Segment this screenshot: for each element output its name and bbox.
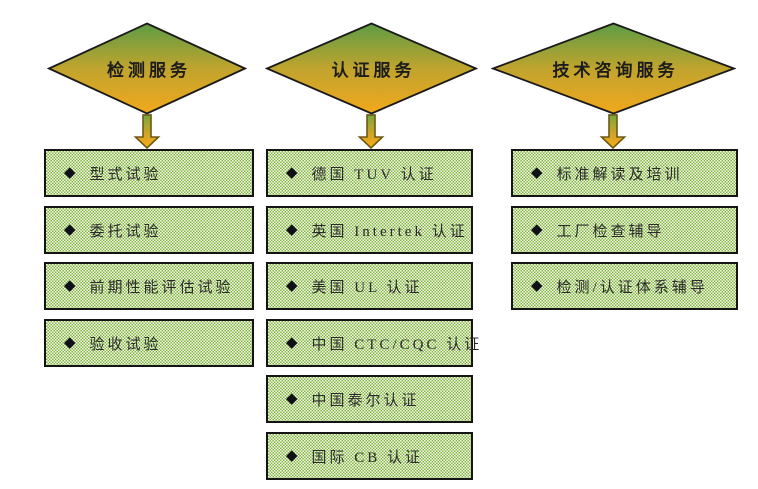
diamond-consulting-services: 技术咨询服务 xyxy=(491,22,736,115)
service-item-label: 检测/认证体系辅导 xyxy=(556,279,708,296)
diamond-bullet-icon: ◆ xyxy=(286,277,298,294)
service-item-label: 验收试验 xyxy=(89,336,162,353)
service-item-label: 国际 CB 认证 xyxy=(311,449,424,466)
service-item: ◆ 德国 TUV 认证 xyxy=(266,149,473,197)
diamond-bullet-icon: ◆ xyxy=(286,221,298,238)
service-item: ◆ 验收试验 xyxy=(44,319,254,367)
service-item-label: 型式试验 xyxy=(89,166,162,183)
diamond-bullet-icon: ◆ xyxy=(286,390,298,407)
diamond-shape xyxy=(265,22,478,115)
service-item-label: 德国 TUV 认证 xyxy=(311,166,437,183)
diamond-bullet-icon: ◆ xyxy=(286,164,298,181)
diamond-shape xyxy=(47,22,247,115)
diamond-bullet-icon: ◆ xyxy=(531,277,543,294)
down-arrow-icon xyxy=(356,114,386,149)
diamond-label: 认证服务 xyxy=(331,61,416,80)
service-item: ◆ 检测/认证体系辅导 xyxy=(511,262,738,310)
service-item: ◆ 中国泰尔认证 xyxy=(266,375,473,423)
service-item-label: 工厂检查辅导 xyxy=(556,223,665,240)
diamond-bullet-icon: ◆ xyxy=(286,447,298,464)
service-item-label: 英国 Intertek 认证 xyxy=(311,223,468,240)
service-item: ◆ 中国 CTC/CQC 认证 xyxy=(266,319,479,367)
service-item: ◆ 委托试验 xyxy=(44,206,254,254)
service-item: ◆ 型式试验 xyxy=(44,149,254,197)
diamond-label: 检测服务 xyxy=(107,61,191,80)
service-item-label: 委托试验 xyxy=(89,223,162,240)
service-item: ◆ 国际 CB 认证 xyxy=(266,432,473,480)
diamond-certification-services: 认证服务 xyxy=(265,22,478,115)
diamond-bullet-icon: ◆ xyxy=(531,221,543,238)
diamond-bullet-icon: ◆ xyxy=(64,164,76,181)
service-item-label: 中国 CTC/CQC 认证 xyxy=(311,336,483,353)
service-item-label: 标准解读及培训 xyxy=(556,166,683,183)
service-item-label: 中国泰尔认证 xyxy=(311,392,420,409)
diamond-shape xyxy=(491,22,736,115)
service-item: ◆ 英国 Intertek 认证 xyxy=(266,206,473,254)
diamond-bullet-icon: ◆ xyxy=(64,221,76,238)
diamond-bullet-icon: ◆ xyxy=(286,334,298,351)
service-item: ◆ 前期性能评估试验 xyxy=(44,262,254,310)
service-item: ◆ 标准解读及培训 xyxy=(511,149,738,197)
service-item-label: 美国 UL 认证 xyxy=(311,279,423,296)
service-item: ◆ 美国 UL 认证 xyxy=(266,262,473,310)
down-arrow-icon xyxy=(132,114,162,149)
diamond-bullet-icon: ◆ xyxy=(64,277,76,294)
service-item-label: 前期性能评估试验 xyxy=(89,279,234,296)
diamond-bullet-icon: ◆ xyxy=(531,164,543,181)
service-item: ◆ 工厂检查辅导 xyxy=(511,206,738,254)
diamond-testing-services: 检测服务 xyxy=(47,22,247,115)
down-arrow-icon xyxy=(598,114,628,149)
diamond-label: 技术咨询服务 xyxy=(552,61,679,80)
diamond-bullet-icon: ◆ xyxy=(64,334,76,351)
